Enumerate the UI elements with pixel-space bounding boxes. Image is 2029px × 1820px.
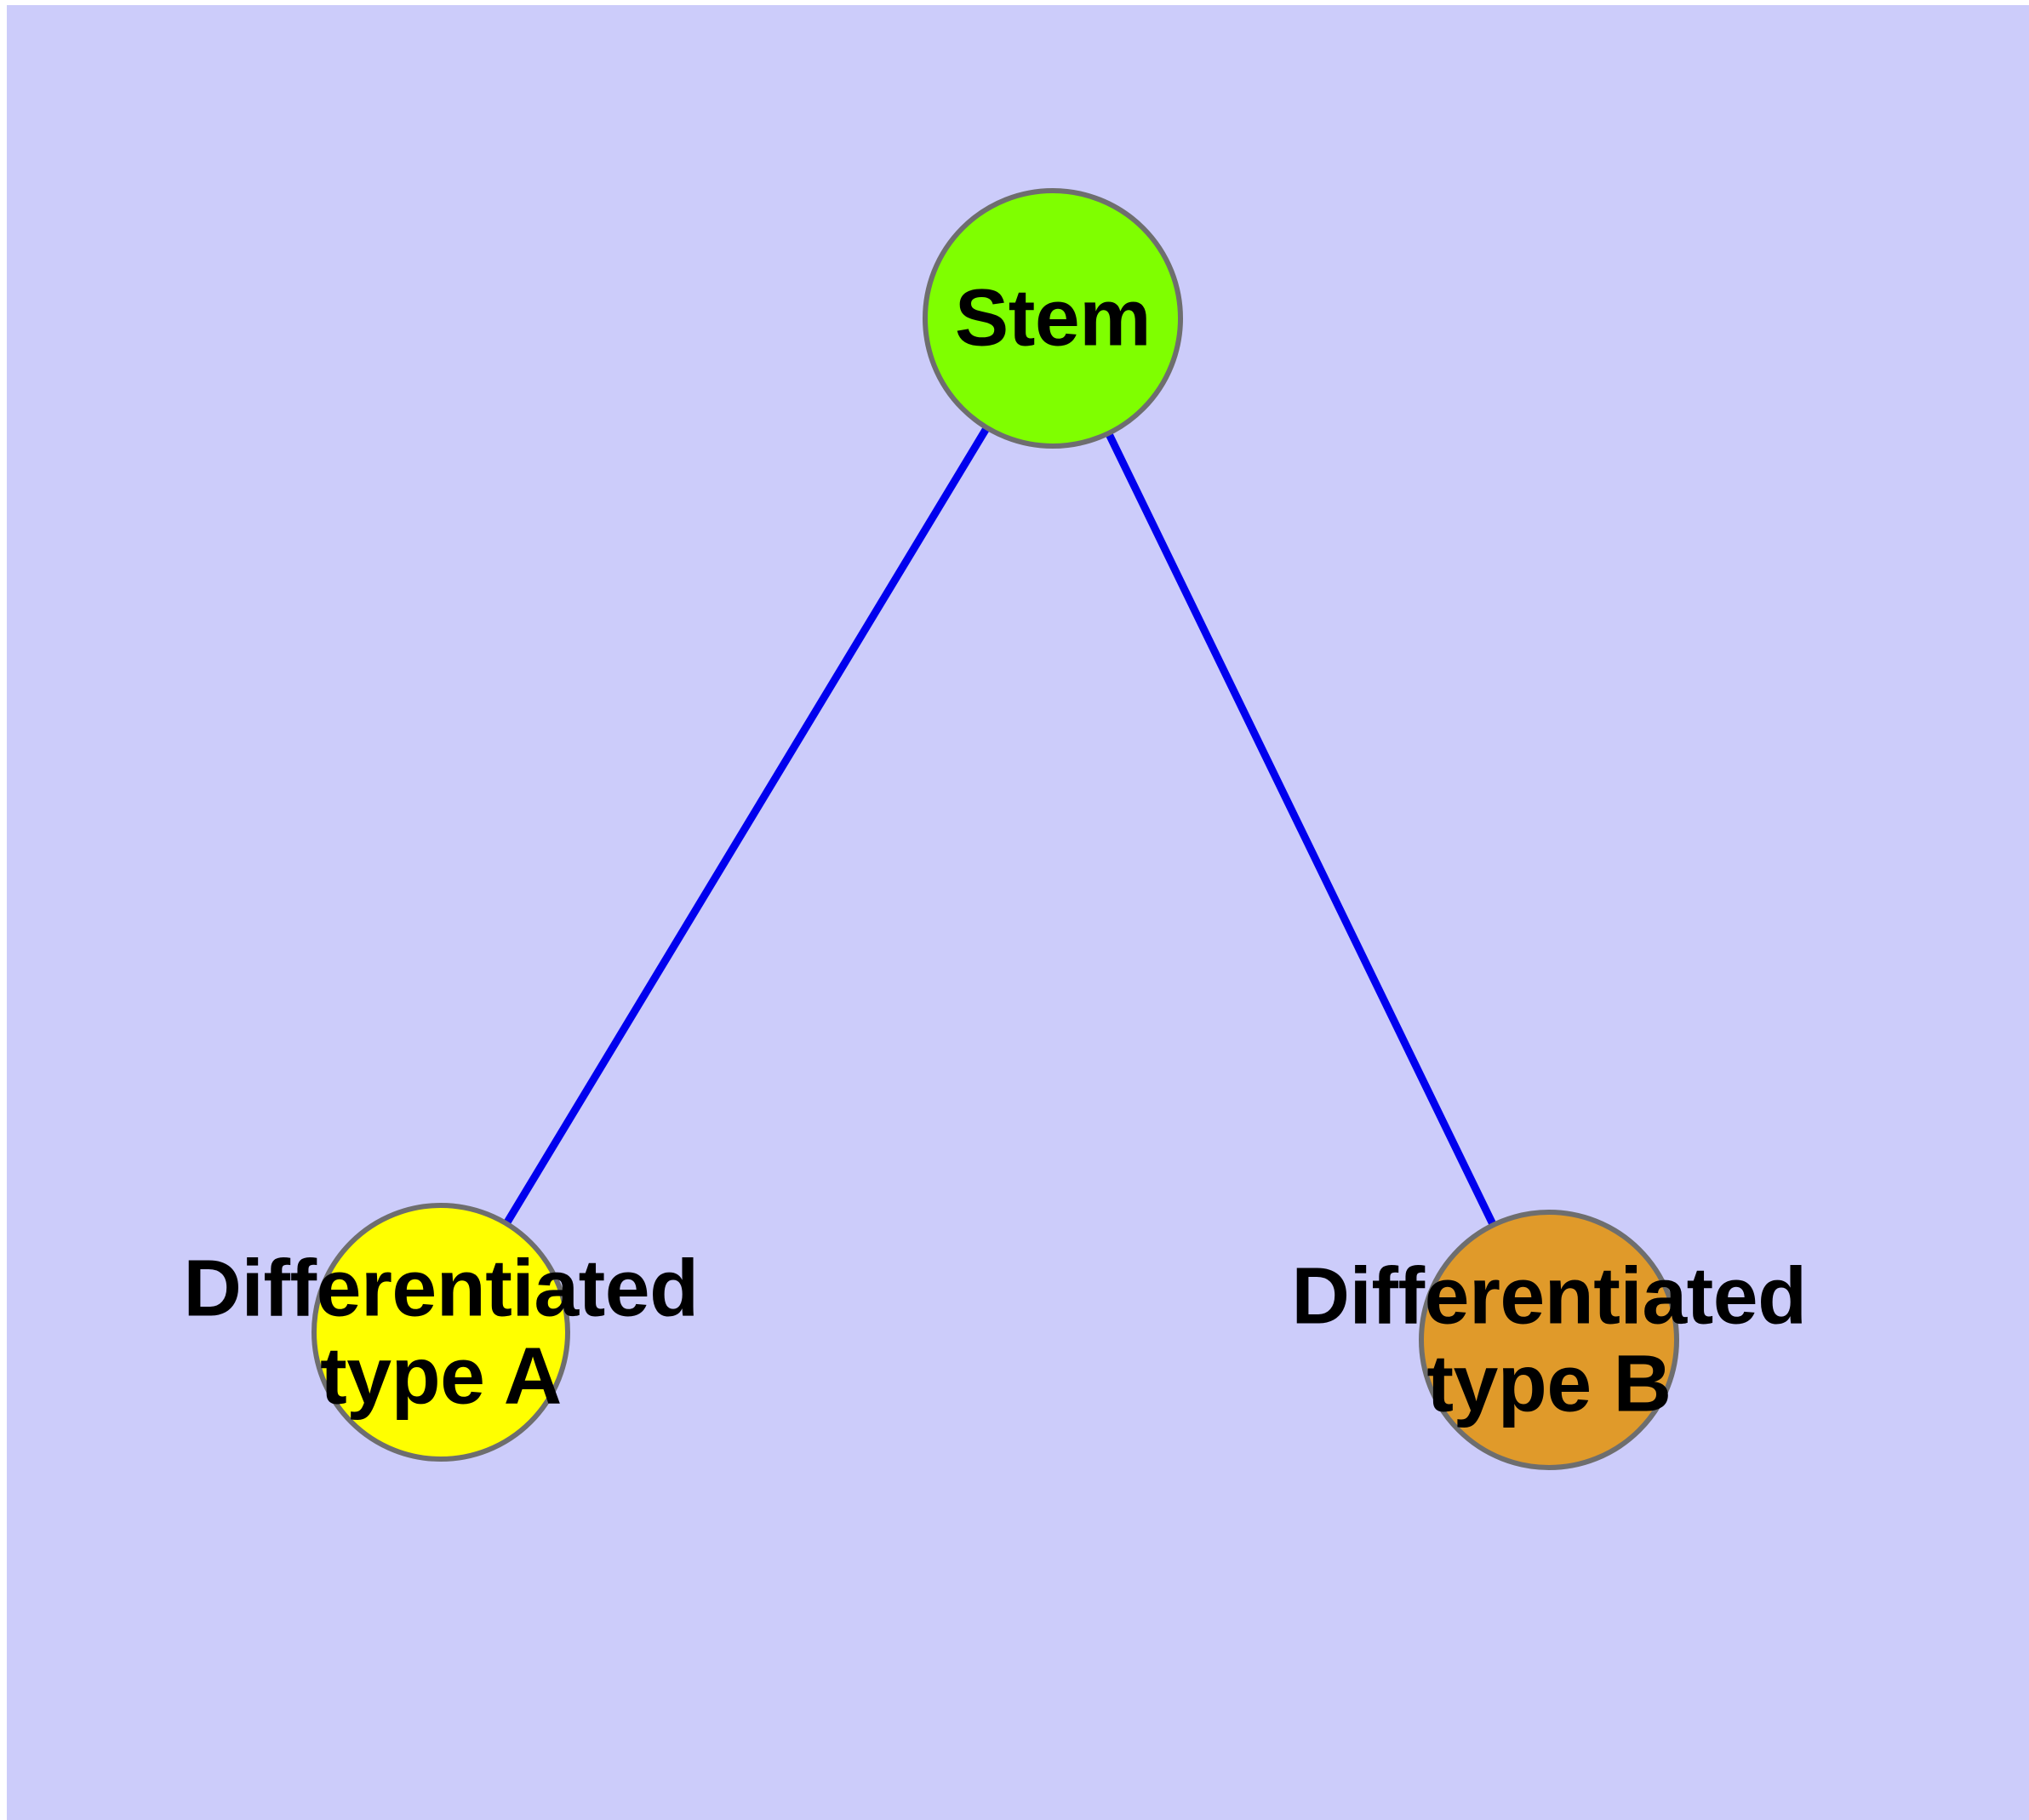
node-differentiated-type-b[interactable] bbox=[1419, 1210, 1679, 1470]
node-stem[interactable] bbox=[923, 188, 1183, 449]
node-differentiated-type-a[interactable] bbox=[311, 1203, 570, 1462]
graph-svg bbox=[311, 188, 1679, 1470]
diagram-plot-area: Stem Differentiated type A Differentiate… bbox=[7, 5, 2029, 1820]
edge-stem-to-diff-b bbox=[1049, 317, 1553, 1342]
node-group bbox=[311, 188, 1679, 1470]
edge-stem-to-diff-a bbox=[437, 316, 1056, 1335]
edge-group bbox=[437, 316, 1553, 1342]
